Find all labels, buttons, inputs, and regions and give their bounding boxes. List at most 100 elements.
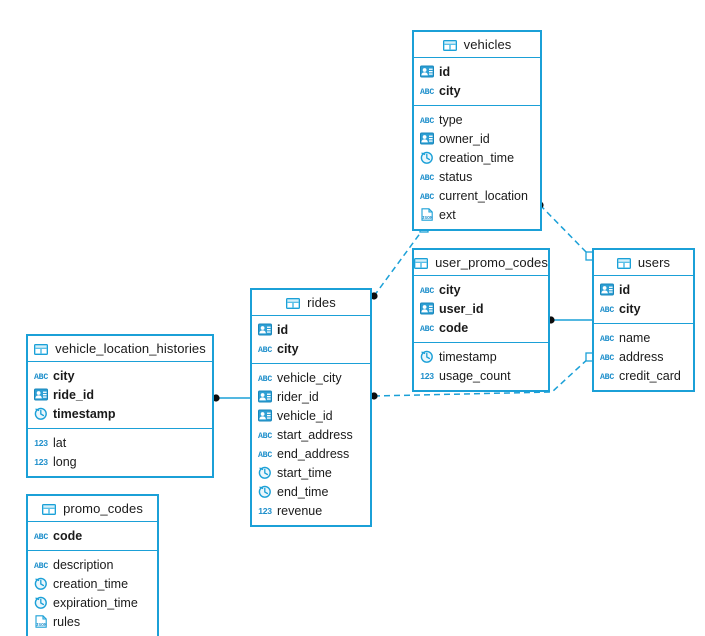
abc-string-icon: ABC [600, 369, 614, 382]
table-header-vehicles[interactable]: vehicles [414, 32, 540, 58]
column-name: id [277, 322, 289, 337]
column-name: end_time [277, 484, 329, 499]
column-row-start_time[interactable]: start_time [252, 463, 370, 482]
column-name: status [439, 169, 473, 184]
svg-text:ABC: ABC [420, 88, 434, 97]
column-row-city[interactable]: ABC city [414, 81, 540, 100]
column-name: lat [53, 435, 67, 450]
column-row-id[interactable]: id [594, 280, 693, 299]
svg-text:ABC: ABC [34, 533, 48, 542]
column-row-owner_id[interactable]: owner_id [414, 129, 540, 148]
column-row-user_id[interactable]: user_id [414, 299, 548, 318]
table-title: rides [307, 295, 336, 310]
relationship-user-promo-codes-to-users[interactable] [547, 316, 592, 324]
id-card-icon [258, 323, 272, 336]
id-card-icon [258, 390, 272, 403]
table-title: vehicles [463, 37, 512, 52]
column-row-id[interactable]: id [252, 320, 370, 339]
column-name: timestamp [53, 406, 116, 421]
column-row-rider_id[interactable]: rider_id [252, 387, 370, 406]
column-row-vehicle_city[interactable]: ABC vehicle_city [252, 368, 370, 387]
abc-string-icon: ABC [258, 371, 272, 384]
table-header-vehicle_location_histories[interactable]: vehicle_location_histories [28, 336, 212, 362]
svg-text:123: 123 [34, 457, 48, 467]
column-row-expiration_time[interactable]: expiration_time [28, 593, 157, 612]
id-card-icon [420, 65, 434, 78]
abc-string-icon: ABC [258, 428, 272, 441]
svg-text:ABC: ABC [258, 451, 272, 460]
table-header-rides[interactable]: rides [252, 290, 370, 316]
column-name: start_time [277, 465, 332, 480]
column-row-timestamp[interactable]: timestamp [28, 404, 212, 423]
123-number-icon: 123 [258, 504, 272, 517]
column-name: rules [53, 614, 81, 629]
column-row-vehicle_id[interactable]: vehicle_id [252, 406, 370, 425]
id-card-icon [420, 302, 434, 315]
clock-icon [420, 151, 434, 164]
table-header-promo_codes[interactable]: promo_codes [28, 496, 157, 522]
svg-text:ABC: ABC [258, 432, 272, 441]
table-header-users[interactable]: users [594, 250, 693, 276]
svg-text:123: 123 [34, 438, 48, 448]
column-row-creation_time[interactable]: creation_time [28, 574, 157, 593]
id-card-icon [420, 132, 434, 145]
column-name: creation_time [439, 150, 515, 165]
column-name: owner_id [439, 131, 490, 146]
abc-string-icon: ABC [600, 302, 614, 315]
column-name: creation_time [53, 576, 129, 591]
column-name: city [53, 368, 75, 383]
column-row-timestamp[interactable]: timestamp [414, 347, 548, 366]
relationship-vehicle-location-histories-to-rides[interactable] [212, 394, 250, 402]
column-row-lat[interactable]: 123 lat [28, 433, 212, 452]
column-name: vehicle_city [277, 370, 342, 385]
table-header-user_promo_codes[interactable]: user_promo_codes [414, 250, 548, 276]
column-row-id[interactable]: id [414, 62, 540, 81]
column-row-revenue[interactable]: 123 revenue [252, 501, 370, 520]
table-grid-icon [414, 257, 429, 269]
abc-string-icon: ABC [420, 283, 434, 296]
column-row-end_time[interactable]: end_time [252, 482, 370, 501]
column-name: ext [439, 207, 456, 222]
column-name: city [439, 83, 461, 98]
table-title: user_promo_codes [435, 255, 548, 270]
svg-text:123: 123 [258, 506, 272, 516]
column-row-ride_id[interactable]: ride_id [28, 385, 212, 404]
column-row-creation_time[interactable]: creation_time [414, 148, 540, 167]
table-title: vehicle_location_histories [55, 341, 206, 356]
abc-string-icon: ABC [420, 321, 434, 334]
column-name: revenue [277, 503, 323, 518]
json-file-icon: JSON [420, 208, 434, 221]
svg-text:ABC: ABC [420, 117, 434, 126]
column-row-ext[interactable]: JSON ext [414, 205, 540, 224]
